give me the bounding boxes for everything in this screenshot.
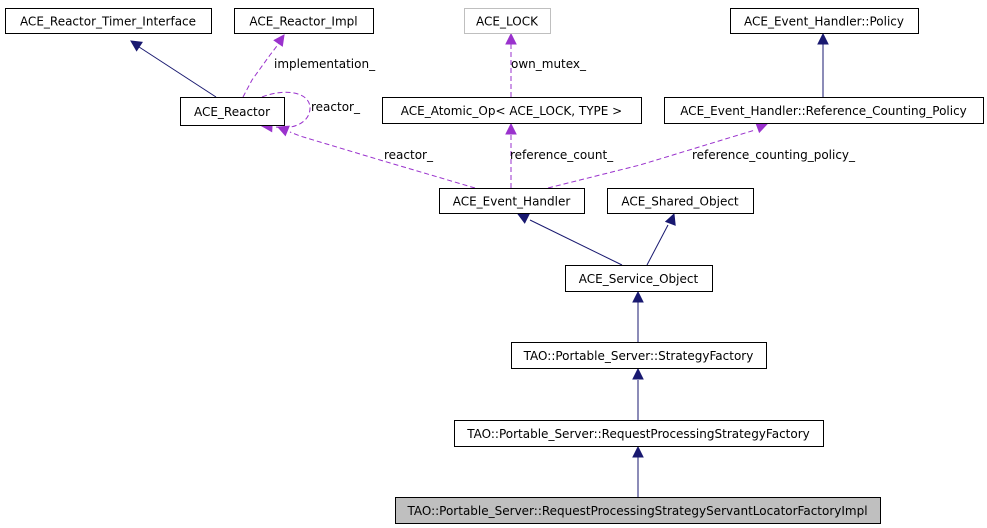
- edge-label: implementation_: [274, 57, 376, 71]
- node-label: ACE_Reactor: [194, 105, 270, 119]
- node-label: ACE_LOCK: [476, 15, 539, 29]
- edge-label: reference_count_: [510, 148, 614, 162]
- inheritance-edge-service_object-to-event_handler: [517, 213, 623, 266]
- class-node-rp-strategy-factory[interactable]: TAO::Portable_Server::RequestProcessingS…: [454, 420, 824, 447]
- node-label: ACE_Event_Handler::Reference_Counting_Po…: [680, 104, 967, 118]
- node-box: [439, 188, 585, 214]
- inheritance-edge-ref_counting_policy-to-eh_policy: [817, 32, 829, 97]
- edge-label: reactor_: [311, 100, 361, 114]
- inheritance-edge-reactor-to-timer_interface: [130, 40, 217, 98]
- node-label: ACE_Shared_Object: [621, 195, 739, 209]
- node-box: [730, 8, 919, 34]
- node-label: ACE_Reactor_Timer_Interface: [20, 15, 196, 29]
- edge-line: [646, 224, 669, 266]
- member-edge-event_handler-to-atomic_op: [505, 122, 517, 188]
- arrowhead-icon: [632, 367, 644, 380]
- node-label: TAO::Portable_Server::RequestProcessingS…: [466, 427, 810, 441]
- edge-label: own_mutex_: [511, 57, 587, 71]
- node-label: TAO::Portable_Server::RequestProcessingS…: [406, 504, 867, 518]
- arrowhead-icon: [755, 122, 769, 134]
- class-node-ref-counting-policy[interactable]: ACE_Event_Handler::Reference_Counting_Po…: [664, 97, 984, 124]
- node-box: [382, 97, 642, 124]
- arrowhead-icon: [130, 40, 143, 52]
- class-node-service-object[interactable]: ACE_Service_Object: [565, 265, 713, 292]
- arrowhead-icon: [505, 122, 517, 135]
- node-box: [565, 265, 713, 292]
- node-box: [234, 8, 374, 34]
- node-box: [464, 8, 551, 34]
- member-edge-atomic_op-to-ace_lock: [505, 32, 517, 97]
- node-box: [511, 342, 767, 369]
- inheritance-edge-rp_sl_factory_impl-to-rp_strategy_factory: [632, 445, 644, 497]
- class-node-reactor-impl[interactable]: ACE_Reactor_Impl: [234, 8, 374, 34]
- node-label: ACE_Reactor_Impl: [249, 15, 357, 29]
- class-node-eh-policy[interactable]: ACE_Event_Handler::Policy: [730, 8, 919, 34]
- arrowhead-icon: [664, 212, 676, 226]
- arrowhead-icon: [817, 32, 829, 45]
- node-label: ACE_Service_Object: [579, 272, 699, 286]
- inheritance-edge-strategy_factory-to-service_object: [632, 290, 644, 342]
- arrowhead-icon: [632, 445, 644, 458]
- inheritance-edge-rp_strategy_factory-to-strategy_factory: [632, 367, 644, 420]
- member-edge-event_handler-to-reactor: [276, 125, 476, 189]
- arrowhead-icon: [276, 125, 290, 137]
- node-box: [664, 97, 984, 124]
- class-node-rp-sl-factory-impl: TAO::Portable_Server::RequestProcessingS…: [395, 497, 881, 524]
- node-label: ACE_Atomic_Op< ACE_LOCK, TYPE >: [401, 104, 622, 118]
- class-node-shared-object[interactable]: ACE_Shared_Object: [607, 188, 754, 214]
- class-node-event-handler[interactable]: ACE_Event_Handler: [439, 188, 585, 214]
- edge-line: [261, 91, 311, 129]
- class-node-timer-interface[interactable]: ACE_Reactor_Timer_Interface: [5, 8, 212, 34]
- class-node-reactor[interactable]: ACE_Reactor: [180, 97, 285, 126]
- class-node-ace-lock[interactable]: ACE_LOCK: [464, 8, 551, 34]
- class-node-atomic-op[interactable]: ACE_Atomic_Op< ACE_LOCK, TYPE >: [382, 97, 642, 124]
- edge-line: [242, 41, 281, 98]
- arrowhead-icon: [517, 213, 530, 224]
- arrowhead-icon: [632, 290, 644, 303]
- edge-label: reference_counting_policy_: [692, 148, 856, 162]
- edge-label: reactor_: [384, 148, 434, 162]
- node-box: [5, 8, 212, 34]
- node-label: TAO::Portable_Server::StrategyFactory: [523, 349, 754, 363]
- inheritance-edge-service_object-to-shared_object: [646, 212, 676, 266]
- arrowhead-icon: [273, 34, 285, 47]
- edge-line: [289, 131, 476, 189]
- node-label: ACE_Event_Handler::Policy: [744, 15, 904, 29]
- node-box: [454, 420, 824, 447]
- node-box: [395, 497, 881, 524]
- node-label: ACE_Event_Handler: [453, 195, 571, 209]
- node-box: [180, 97, 285, 126]
- edge-line: [135, 44, 217, 98]
- member-edge-reactor-to-reactor_impl: [242, 34, 285, 98]
- arrowhead-icon: [505, 32, 517, 45]
- edge-line: [529, 219, 623, 266]
- node-box: [607, 188, 754, 214]
- class-node-strategy-factory[interactable]: TAO::Portable_Server::StrategyFactory: [511, 342, 767, 369]
